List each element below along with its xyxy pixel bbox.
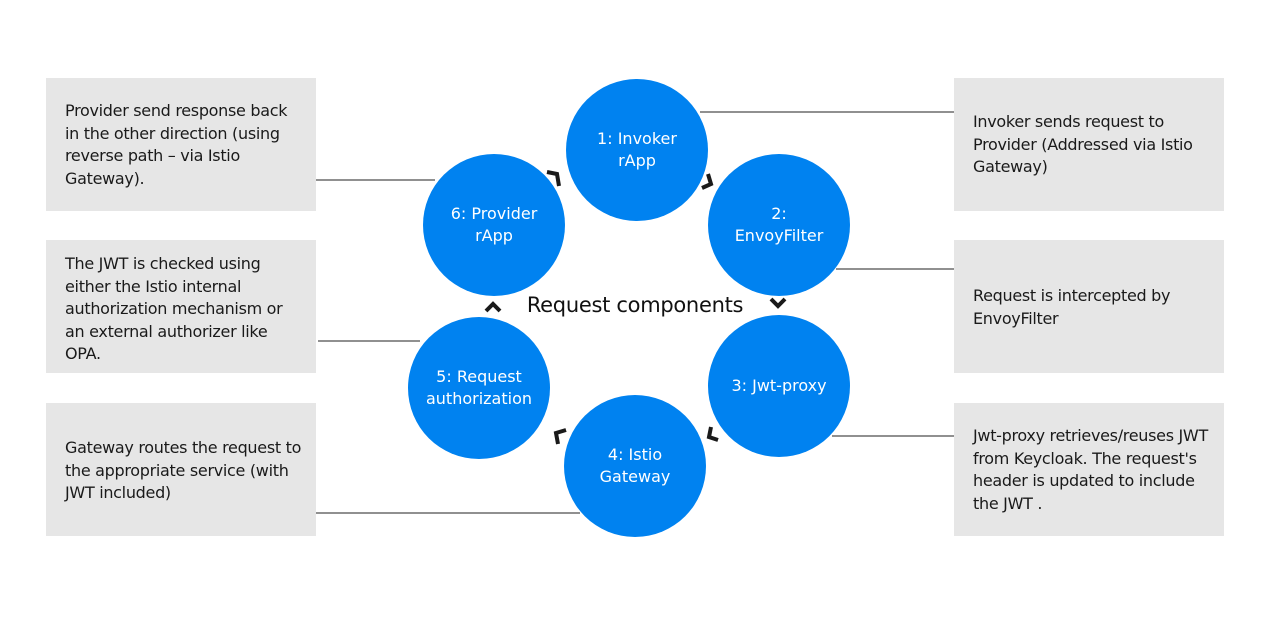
step-5-request-authorization: 5: Request authorization (408, 317, 550, 459)
note-provider-response: Provider send response back in the other… (46, 78, 316, 211)
step-label: 5: Request authorization (425, 367, 533, 408)
chevron-icon (701, 173, 714, 190)
step-label: 3: Jwt-proxy (731, 376, 827, 395)
chevron-icon (553, 428, 567, 445)
center-label: Request components (526, 293, 744, 317)
flow-arrows (484, 170, 787, 445)
note-invoker-request: Invoker sends request to Provider (Addre… (954, 78, 1224, 211)
note-envoyfilter-intercept: Request is intercepted by EnvoyFilter (954, 240, 1224, 373)
note-gateway-routes: Gateway routes the request to the approp… (46, 403, 316, 536)
step-label: 6: Provider rApp (450, 204, 538, 245)
step-label: 4: Istio Gateway (599, 445, 671, 486)
step-2-envoyfilter: 2: EnvoyFilter (708, 154, 850, 296)
step-label: 2: EnvoyFilter (734, 204, 824, 245)
connector-lines (316, 111, 954, 514)
step-label: 1: Invoker rApp (597, 129, 677, 170)
step-1-invoker-rapp: 1: Invoker rApp (566, 79, 708, 221)
note-jwt-check: The JWT is checked using either the Isti… (46, 240, 316, 373)
note-jwt-proxy: Jwt-proxy retrieves/reuses JWT from Keyc… (954, 403, 1224, 536)
step-4-istio-gateway: 4: Istio Gateway (564, 395, 706, 537)
chevron-up-icon (484, 301, 502, 313)
chevron-down-icon (769, 297, 787, 309)
step-3-jwt-proxy: 3: Jwt-proxy (708, 315, 850, 457)
step-6-provider-rapp: 6: Provider rApp (423, 154, 565, 296)
chevron-icon (706, 426, 719, 442)
chevron-icon (546, 170, 561, 187)
